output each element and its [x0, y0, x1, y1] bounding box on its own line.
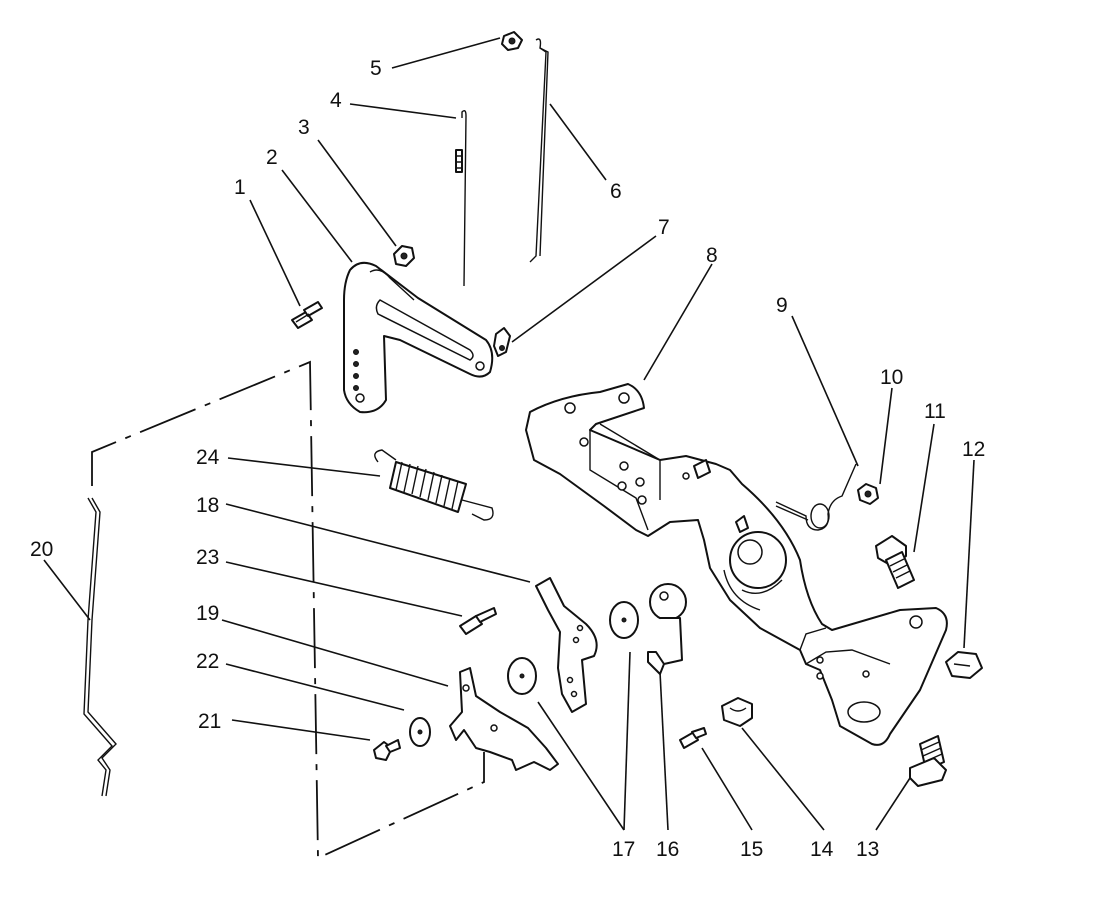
- part-24-spring: [374, 449, 494, 521]
- callout-20: 20: [30, 538, 53, 561]
- part-1-screw: [291, 301, 323, 329]
- callout-7: 7: [658, 216, 670, 239]
- callout-11: 11: [924, 400, 946, 423]
- callout-6: 6: [610, 180, 622, 203]
- callout-3: 3: [298, 116, 310, 139]
- callout-22: 22: [196, 650, 219, 673]
- leader-lines: [43, 37, 975, 831]
- part-2-lever-bracket: [343, 261, 494, 414]
- callout-19: 19: [196, 602, 219, 625]
- part-8-control-bracket: [525, 383, 948, 746]
- callout-9: 9: [776, 294, 788, 317]
- callout-18: 18: [196, 494, 219, 517]
- part-7-clip: [493, 327, 511, 357]
- part-15-screw: [679, 727, 707, 749]
- callout-8: 8: [706, 244, 718, 267]
- callout-21: 21: [198, 710, 221, 733]
- part-18-arm: [535, 577, 598, 713]
- part-23-screw: [459, 607, 497, 635]
- callout-labels: 1 2 3 4 5 6 7 8 9 10 11 12 13 14 15 16 1…: [30, 57, 985, 861]
- callout-4: 4: [330, 89, 342, 112]
- part-5-nut: [501, 31, 523, 51]
- callout-13: 13: [856, 838, 879, 861]
- callout-24: 24: [196, 446, 220, 469]
- part-12-hex-nut: [945, 651, 983, 679]
- part-16-lever: [647, 583, 687, 675]
- part-21-screw: [373, 739, 401, 761]
- part-6-rod: [529, 38, 549, 263]
- callout-5: 5: [370, 57, 382, 80]
- callout-16: 16: [656, 838, 679, 861]
- part-19-lever: [449, 667, 559, 771]
- callout-10: 10: [880, 366, 903, 389]
- phantom-lines: [91, 360, 485, 860]
- part-14-clamp: [721, 697, 753, 727]
- callout-15: 15: [740, 838, 763, 861]
- callout-12: 12: [962, 438, 985, 461]
- part-4-link-rod: [455, 109, 467, 287]
- part-22-spacer: [409, 717, 431, 747]
- part-20-long-rod: [83, 497, 117, 797]
- part-9-spring: [775, 463, 857, 531]
- part-13-bolt: [909, 735, 947, 787]
- callout-1: 1: [234, 176, 246, 199]
- callout-14: 14: [810, 838, 834, 861]
- callout-17: 17: [612, 838, 635, 861]
- part-10-nut: [857, 483, 879, 505]
- callout-23: 23: [196, 546, 219, 569]
- callout-2: 2: [266, 146, 278, 169]
- part-11-bolt: [875, 535, 915, 589]
- part-17-disc-pair: [507, 601, 639, 695]
- part-3-nut: [393, 245, 415, 267]
